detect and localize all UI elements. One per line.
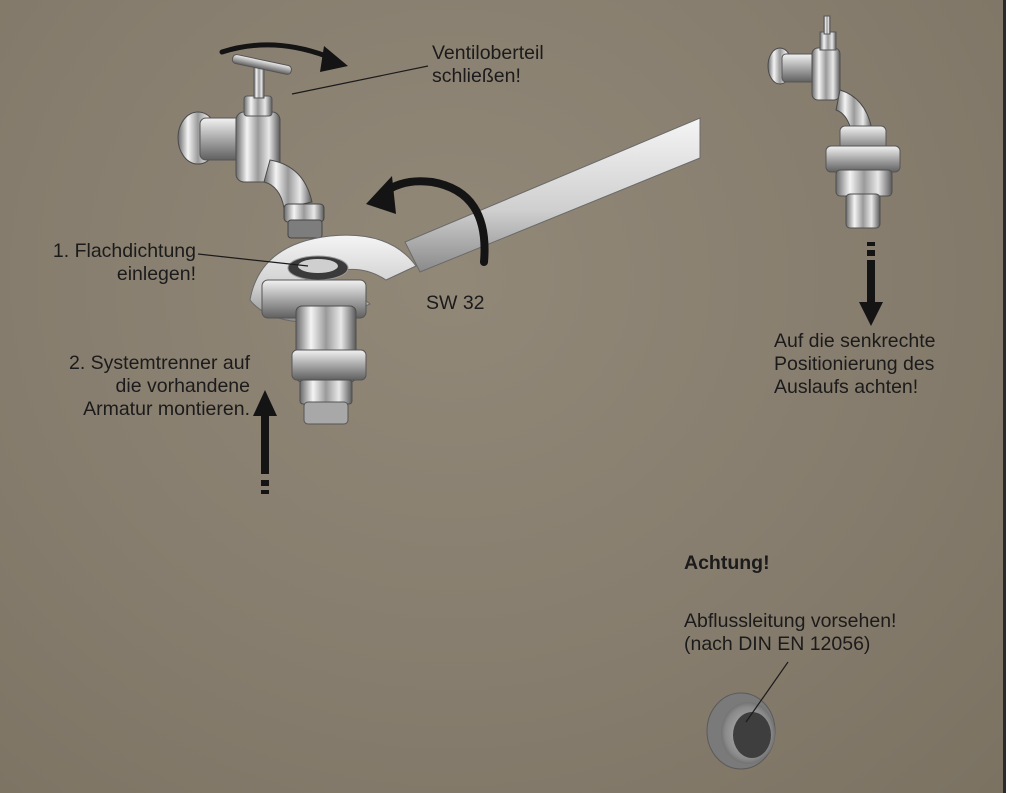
valve-top-label: Ventiloberteil schließen! (432, 42, 544, 88)
down-direction-arrow-icon (859, 242, 883, 326)
valve-top-line1: Ventiloberteil (432, 42, 544, 65)
step2-line2: die vorhandene (10, 375, 250, 398)
outlet-position-label: Auf die senkrechte Positionierung des Au… (774, 330, 936, 399)
step2-label: 2. Systemtrenner auf die vorhandene Arma… (10, 352, 250, 421)
mounted-tap (768, 16, 900, 228)
warning-text: Abflussleitung vorsehen! (nach DIN EN 12… (684, 610, 896, 656)
drain-pipe (707, 693, 775, 769)
outlet-line1: Auf die senkrechte (774, 330, 936, 353)
system-separator (262, 256, 366, 424)
page-border (1003, 0, 1006, 793)
valve-top-line2: schließen! (432, 65, 544, 88)
leader-valve-top (292, 66, 428, 94)
warning-title: Achtung! (684, 552, 770, 575)
existing-tap (178, 54, 324, 238)
step1-line2: einlegen! (10, 263, 196, 286)
step2-line1: 2. Systemtrenner auf (10, 352, 250, 375)
outlet-line2: Positionierung des (774, 353, 936, 376)
outlet-line3: Auslaufs achten! (774, 376, 936, 399)
step2-line3: Armatur montieren. (10, 398, 250, 421)
wrench-size-label: SW 32 (426, 292, 485, 315)
warning-line2: (nach DIN EN 12056) (684, 633, 896, 656)
step1-line1: 1. Flachdichtung (10, 240, 196, 263)
up-mount-arrow-icon (253, 390, 277, 494)
step1-label: 1. Flachdichtung einlegen! (10, 240, 196, 286)
warning-line1: Abflussleitung vorsehen! (684, 610, 896, 633)
